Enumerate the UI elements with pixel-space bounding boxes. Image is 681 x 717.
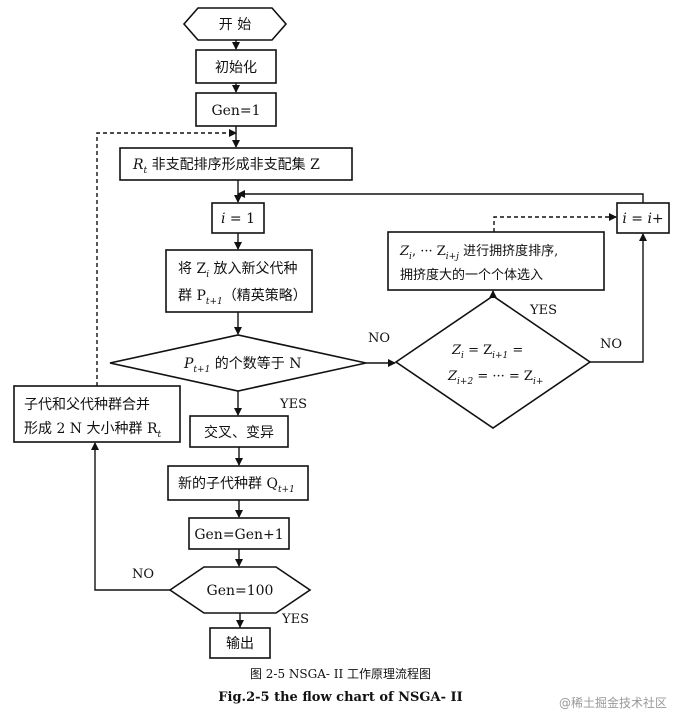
crowding-line1: Zi, ··· Zi+j 进行拥挤度排序, [399, 243, 558, 262]
crowding-node: Zi, ··· Zi+j 进行拥挤度排序, 拥挤度大的一个个体选入 [387, 231, 605, 291]
i-incr-label: i = i+ [622, 211, 663, 227]
gen1-label: Gen=1 [211, 103, 260, 119]
elite-line1: 将 Zi 放入新父代种 [178, 261, 298, 280]
i-init-label: i = 1 [221, 211, 255, 227]
elite-node: 将 Zi 放入新父代种 群 Pt+1（精英策略） [165, 249, 313, 313]
count-decision: Pt+1 的个数等于 N [109, 334, 367, 392]
sort-node: Rt 非支配排序形成非支配集 Z [119, 147, 353, 181]
merge-node: 子代和父代种群合并 形成 2 N 大小种群 Rt [13, 385, 181, 443]
arrow-crowding-incr [493, 213, 617, 232]
genplus-label: Gen=Gen+1 [194, 527, 283, 543]
output-label: 输出 [226, 636, 254, 652]
arrow-equal-incr [590, 233, 647, 363]
offspring-node: 新的子代种群 Qt+1 [167, 465, 309, 501]
gen100-decision: Gen=100 [168, 566, 312, 614]
merge-line1: 子代和父代种群合并 [24, 397, 150, 413]
start-label: 开 始 [219, 17, 251, 33]
init-node: 初始化 [195, 49, 277, 84]
crowding-line2: 拥挤度大的一个个体选入 [400, 267, 543, 283]
label-no-gen: NO [132, 567, 154, 582]
crossover-node: 交叉、变异 [189, 415, 289, 448]
equal-decision: Zi = Zi+1 = Zi+2 = ··· = Zi+ [394, 295, 592, 429]
label-yes-gen: YES [281, 612, 309, 627]
connectors [91, 40, 647, 628]
offspring-label: 新的子代种群 Qt+1 [178, 476, 295, 495]
elite-line2: 群 Pt+1（精英策略） [178, 287, 307, 307]
watermark: @稀土掘金技术社区 [558, 696, 667, 710]
sort-label: Rt 非支配排序形成非支配集 Z [132, 156, 320, 176]
arrow-incr-loop [237, 190, 644, 203]
i-incr-node: i = i+ [616, 202, 670, 234]
label-yes-count: YES [279, 397, 307, 412]
genplus-node: Gen=Gen+1 [188, 517, 290, 550]
nsga2-flowchart: 开 始 初始化 Gen=1 Rt 非支配排序形成非支配集 Z i = 1 将 Z… [13, 7, 670, 659]
equal-line2: Zi+2 = ··· = Zi+ [447, 369, 543, 387]
start-node: 开 始 [182, 7, 288, 41]
merge-line2: 形成 2 N 大小种群 Rt [24, 421, 162, 440]
output-node: 输出 [209, 627, 271, 659]
arrow-merge-sort [96, 129, 237, 386]
i-init-node: i = 1 [211, 202, 265, 234]
arrow-gen100-merge [91, 442, 170, 591]
label-no-equal: NO [600, 337, 622, 352]
caption-chinese: 图 2-5 NSGA- II 工作原理流程图 [249, 667, 432, 681]
crossover-label: 交叉、变异 [204, 424, 274, 441]
equal-line1: Zi = Zi+1 = [451, 343, 523, 361]
label-no-count: NO [368, 331, 390, 346]
count-label: Pt+1 的个数等于 N [183, 355, 301, 375]
gen1-node: Gen=1 [195, 92, 277, 127]
gen100-label: Gen=100 [207, 583, 274, 599]
label-yes-equal: YES [529, 303, 557, 318]
caption-english: Fig.2-5 the flow chart of NSGA- II [218, 690, 463, 705]
init-label: 初始化 [215, 59, 257, 76]
